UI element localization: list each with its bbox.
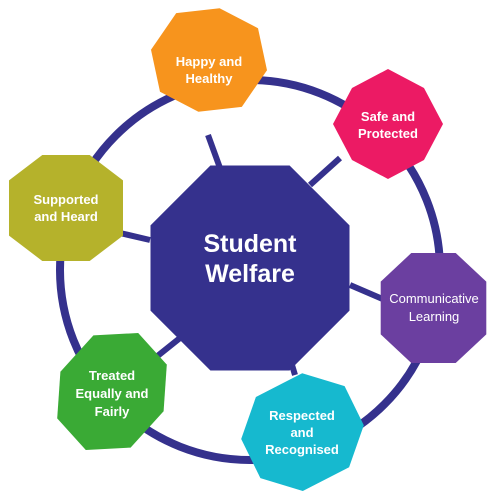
node-communicative-learning: Communicative Learning [380, 253, 487, 363]
spoke-happy [205, 133, 223, 170]
supported-heard-octagon [9, 155, 123, 261]
respected-recognised-octagon [241, 373, 364, 491]
communicative-learning-octagon [380, 253, 487, 363]
safe-protected-label-line2: Protected [358, 126, 418, 141]
spoke-communicative [348, 282, 387, 303]
node-supported-heard: Supported and Heard [9, 155, 123, 261]
center-octagon [150, 165, 350, 371]
center-node: Student Welfare [150, 165, 350, 371]
spoke-supported [119, 230, 151, 243]
spoke-safe [307, 155, 343, 188]
treated-equally-label-line3: Fairly [95, 404, 130, 419]
communicative-learning-label-line1: Communicative [389, 291, 479, 306]
node-safe-protected: Safe and Protected [333, 69, 443, 179]
node-respected-recognised: Respected and Recognised [241, 373, 364, 491]
supported-heard-label-line2: and Heard [34, 209, 98, 224]
center-title-line2: Welfare [205, 260, 295, 288]
treated-equally-label-line2: Equally and [76, 386, 149, 401]
communicative-learning-label-line2: Learning [409, 309, 460, 324]
happy-healthy-label-line1: Happy and [176, 54, 243, 69]
node-treated-equally: Treated Equally and Fairly [57, 333, 167, 450]
node-happy-healthy: Happy and Healthy [151, 8, 267, 112]
happy-healthy-octagon [151, 8, 267, 112]
respected-recognised-label-line3: Recognised [265, 442, 339, 457]
center-title-line1: Student [203, 230, 297, 258]
respected-recognised-label-line1: Respected [269, 408, 335, 423]
happy-healthy-label-line2: Healthy [186, 71, 234, 86]
treated-equally-octagon [57, 333, 167, 450]
safe-protected-label-line1: Safe and [361, 109, 415, 124]
respected-recognised-label-line2: and [290, 425, 313, 440]
treated-equally-label-line1: Treated [89, 368, 135, 383]
supported-heard-label-line1: Supported [34, 192, 99, 207]
safe-protected-octagon [333, 69, 443, 179]
